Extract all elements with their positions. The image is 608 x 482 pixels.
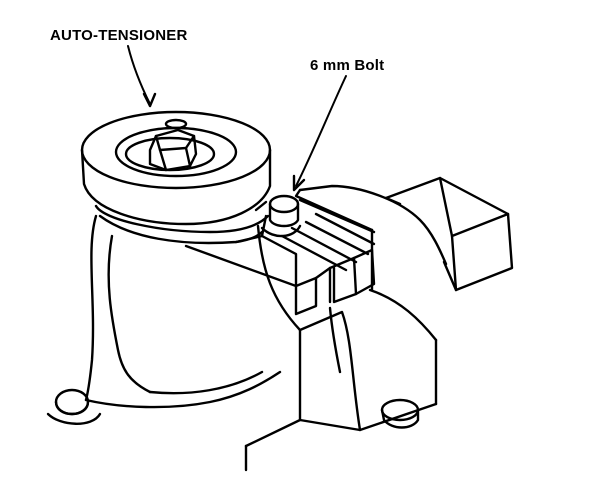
tensioner-body — [94, 204, 270, 245]
round-plugs — [46, 388, 420, 429]
screw-housing — [384, 176, 514, 292]
center-bolt — [148, 118, 198, 172]
leader-auto-tensioner — [127, 45, 157, 108]
vise-jaws — [184, 184, 448, 316]
leader-bolt — [292, 75, 347, 192]
vise-body — [84, 214, 438, 472]
six-mm-bolt — [254, 194, 302, 238]
bolt-label: 6 mm Bolt — [310, 57, 385, 74]
auto-tensioner-label: AUTO-TENSIONER — [50, 27, 188, 44]
